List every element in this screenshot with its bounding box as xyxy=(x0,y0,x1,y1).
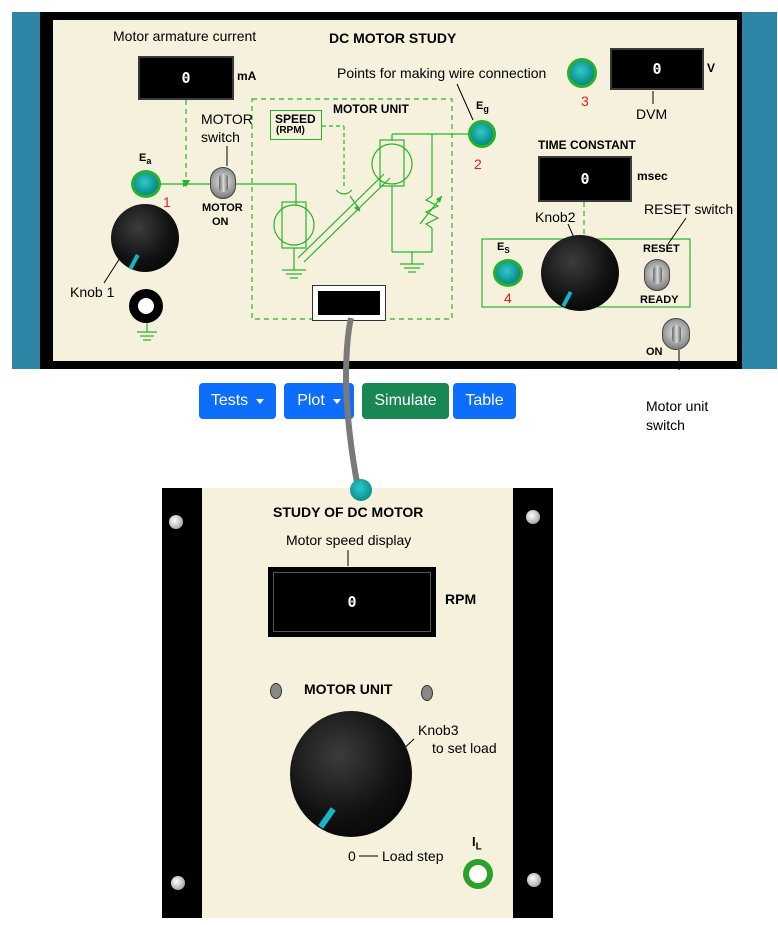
plot-button-label: Plot xyxy=(297,392,325,409)
es-label: ES xyxy=(497,241,510,256)
tests-dropdown-button[interactable]: Tests xyxy=(199,383,276,419)
connector-port xyxy=(318,291,380,315)
knob-3[interactable] xyxy=(290,711,412,837)
speed-unit: RPM xyxy=(445,591,477,607)
eg-socket[interactable] xyxy=(468,120,496,148)
motor-on-label-line2: ON xyxy=(212,216,229,228)
reset-switch-caption: RESET switch xyxy=(644,201,734,217)
ammeter-display: 0 xyxy=(138,56,234,100)
knob-3-label-line1: Knob3 xyxy=(418,722,459,738)
sub-panel-cable-socket[interactable] xyxy=(350,479,372,501)
motor-unit-switch-caption-line2: switch xyxy=(646,417,685,433)
chevron-down-icon xyxy=(256,398,265,404)
speed-display-caption: Motor speed display xyxy=(286,532,412,548)
ammeter-caption: Motor armature current xyxy=(113,28,257,44)
knob-2-label: Knob2 xyxy=(535,209,576,225)
led-indicator xyxy=(421,685,433,701)
screw-icon xyxy=(169,515,183,529)
wire-points-caption: Points for making wire connection xyxy=(337,65,547,81)
knob-3-label-line2: to set load xyxy=(432,740,497,756)
ea-socket-number: 1 xyxy=(163,194,171,210)
il-socket[interactable] xyxy=(463,859,493,889)
simulate-button[interactable]: Simulate xyxy=(362,383,449,419)
knob-3-pointer xyxy=(318,807,336,829)
sub-panel-title: STUDY OF DC MOTOR xyxy=(273,504,424,520)
load-step-label: Load step xyxy=(382,848,444,864)
knob-2[interactable] xyxy=(541,235,619,311)
dvm-socket-number: 3 xyxy=(581,93,589,109)
motor-unit-connector[interactable] xyxy=(312,285,386,321)
main-circuit-diagram xyxy=(103,83,691,370)
dvm-display: 0 xyxy=(610,48,704,90)
speed-label-unit: (RPM) xyxy=(276,125,305,136)
sub-motor-unit-label: MOTOR UNIT xyxy=(304,681,393,697)
motor-unit-power-lever xyxy=(672,325,681,343)
eg-socket-number: 2 xyxy=(474,156,482,172)
sub-panel xyxy=(162,488,553,918)
ground-terminal-hole xyxy=(138,298,154,314)
led-indicator xyxy=(270,683,282,699)
tests-button-label: Tests xyxy=(210,392,249,409)
plot-dropdown-button[interactable]: Plot xyxy=(284,383,354,419)
dvm-caption: DVM xyxy=(636,106,668,122)
speed-display-frame: 0 xyxy=(268,567,436,637)
ammeter-unit: mA xyxy=(237,69,257,83)
sub-panel-face xyxy=(202,488,513,918)
connection-cable xyxy=(342,317,361,489)
motor-unit-dashed-box xyxy=(251,98,453,320)
load-step-value: 0 xyxy=(348,848,356,864)
il-label: IL xyxy=(472,834,482,853)
il-socket-hole xyxy=(469,865,487,883)
motor-switch-caption-line2: switch xyxy=(201,129,240,145)
motor-unit-power-switch[interactable] xyxy=(662,318,690,350)
left-side-bar xyxy=(12,12,40,369)
knob-1-label: Knob 1 xyxy=(70,284,115,300)
knob-1[interactable] xyxy=(111,204,179,272)
on-label: ON xyxy=(646,346,663,358)
speed-label: SPEED xyxy=(275,112,316,126)
dvm-socket[interactable] xyxy=(567,58,597,88)
motor-toggle-lever xyxy=(219,174,228,192)
reset-toggle-lever xyxy=(653,266,662,284)
reset-label: RESET xyxy=(643,243,680,255)
screw-icon xyxy=(171,876,185,890)
dvm-unit: V xyxy=(707,61,716,75)
motor-unit-label: MOTOR UNIT xyxy=(333,102,409,116)
es-socket[interactable] xyxy=(493,259,523,287)
ground-terminal[interactable] xyxy=(129,289,163,323)
screw-icon xyxy=(527,873,541,887)
ea-socket[interactable] xyxy=(131,170,161,198)
eg-label: Eg xyxy=(476,100,489,115)
motor-toggle-switch[interactable] xyxy=(210,167,236,199)
reset-toggle-switch[interactable] xyxy=(644,259,670,291)
time-constant-display: 0 xyxy=(538,156,632,202)
screw-icon xyxy=(526,510,540,524)
es-socket-number: 4 xyxy=(504,290,512,306)
main-panel-title: DC MOTOR STUDY xyxy=(329,30,457,46)
ready-label: READY xyxy=(640,294,679,306)
motor-switch-caption-line1: MOTOR xyxy=(201,111,253,127)
motor-on-label-line1: MOTOR xyxy=(202,202,243,214)
ea-label: Ea xyxy=(139,152,152,167)
motor-unit-switch-caption-line1: Motor unit xyxy=(646,398,709,414)
table-button[interactable]: Table xyxy=(453,383,516,419)
time-constant-unit: msec xyxy=(637,169,668,183)
speed-label-box: SPEED (RPM) xyxy=(270,110,322,140)
right-side-bar xyxy=(742,12,777,369)
speed-display: 0 xyxy=(273,572,431,632)
chevron-down-icon xyxy=(332,398,341,404)
time-constant-title: TIME CONSTANT xyxy=(538,138,636,152)
